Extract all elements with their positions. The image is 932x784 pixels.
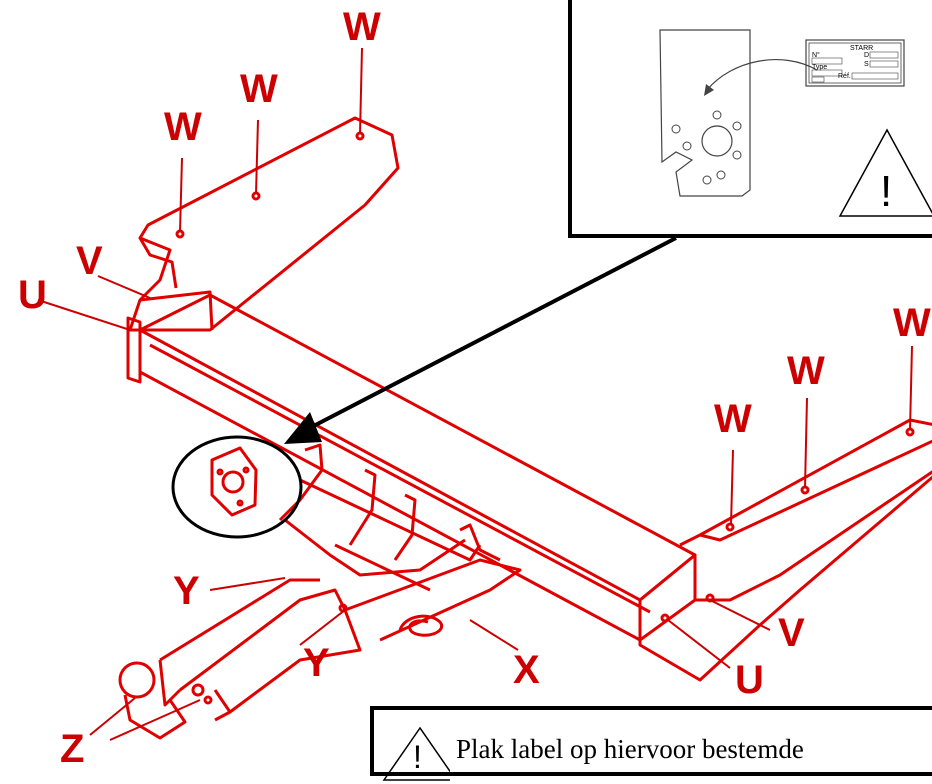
svg-text:!: ! bbox=[413, 739, 422, 775]
label-w-left-2: W bbox=[240, 67, 278, 111]
label-w-left-3: W bbox=[343, 5, 381, 49]
svg-text:!: ! bbox=[880, 167, 892, 216]
center-support bbox=[278, 443, 324, 522]
label-w-right-3: W bbox=[893, 301, 931, 345]
left-mounting-plate bbox=[126, 316, 142, 384]
drawbar bbox=[179, 588, 362, 714]
inset-drawing: STARR N° Type D S Réf. ! bbox=[659, 29, 932, 217]
label-x: X bbox=[513, 648, 540, 692]
inset-d-label: D bbox=[864, 52, 869, 59]
right-bracket-plate bbox=[679, 418, 932, 602]
label-u-right: U bbox=[735, 658, 764, 702]
inset-ref-label: Réf. bbox=[838, 73, 851, 80]
label-y-upper: Y bbox=[173, 569, 200, 613]
socket-plate bbox=[210, 446, 258, 517]
inset-socket-plate bbox=[659, 29, 751, 197]
callout-arrow bbox=[284, 236, 677, 444]
note-box: ! Plak label op hiervoor bestemde bbox=[370, 706, 932, 781]
label-w-right-2: W bbox=[787, 349, 825, 393]
label-w-right-1: W bbox=[714, 397, 752, 441]
inset-no-label: N° bbox=[812, 51, 820, 59]
label-w-left-1: W bbox=[164, 105, 202, 149]
inset-type-label: Type bbox=[812, 64, 827, 71]
tow-ball bbox=[118, 661, 156, 699]
inset-arrow bbox=[706, 59, 818, 91]
label-placement-inset: STARR N° Type D S Réf. ! bbox=[568, 0, 932, 238]
inset-sticker: STARR N° Type D S Réf. bbox=[805, 39, 905, 87]
inset-warning-icon: ! bbox=[838, 128, 932, 217]
socket-plate-highlight bbox=[171, 435, 303, 539]
left-bracket-plate bbox=[128, 116, 400, 332]
inset-s-label: S bbox=[864, 61, 869, 68]
part-labels: W W W V U W W W V U Y Y X Z bbox=[18, 5, 931, 762]
inset-brand: STARR bbox=[850, 45, 873, 52]
note-warning-icon: ! bbox=[382, 726, 450, 781]
note-text: Plak label op hiervoor bestemde bbox=[456, 734, 804, 764]
label-u-left: U bbox=[18, 273, 47, 317]
safety-clip bbox=[398, 614, 444, 637]
label-v-left: V bbox=[76, 239, 103, 283]
label-y-lower: Y bbox=[303, 641, 330, 685]
leader-lines bbox=[37, 47, 913, 741]
towbar-diagram: W W W V U W W W V U Y Y X Z bbox=[18, 5, 932, 762]
label-v-right: V bbox=[778, 611, 805, 655]
label-z: Z bbox=[60, 727, 84, 762]
